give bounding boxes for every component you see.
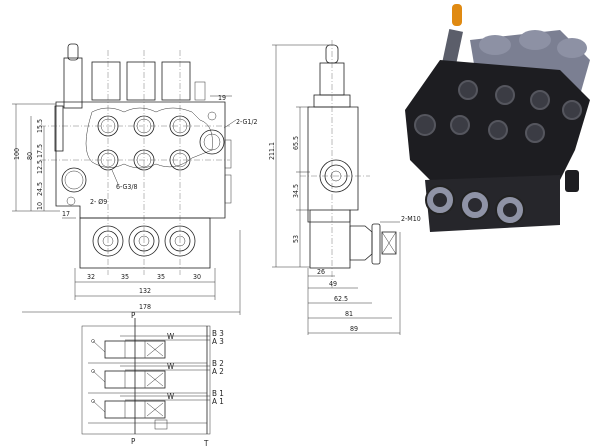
- dim-53: 53: [292, 235, 300, 243]
- spool-sections: [88, 335, 210, 424]
- dim-port-g12: 2-G1/2: [236, 118, 258, 126]
- schematic-t-bottom: T: [203, 439, 209, 448]
- dim-10: 10: [36, 202, 44, 210]
- dim-17: 17: [62, 210, 70, 218]
- dim-12-5: 12.5: [36, 160, 44, 174]
- dim-32: 32: [87, 273, 95, 281]
- dim-mount-holes: 2- Ø9: [90, 198, 107, 206]
- port-a3: A 3: [212, 337, 224, 346]
- spring-label-3: W: [167, 332, 174, 341]
- dim-26: 26: [317, 268, 325, 276]
- dim-19: 19: [218, 94, 226, 102]
- dim-30: 30: [193, 273, 201, 281]
- dim-178: 178: [139, 303, 151, 311]
- dim-65-5: 65.5: [292, 136, 300, 150]
- dim-34-5: 34.5: [292, 184, 300, 198]
- dim-35b: 35: [157, 273, 165, 281]
- dim-132: 132: [139, 287, 151, 295]
- spring-label-2: W: [167, 362, 174, 371]
- dim-81: 81: [345, 310, 353, 318]
- relief-valve: [63, 57, 83, 109]
- dim-80: 80: [26, 152, 34, 160]
- dim-thread-m10: 2-M10: [401, 215, 421, 223]
- hydraulic-schematic: P W W W B 3 A 3 B 2 A 2 B 1 A 1 P T: [81, 311, 224, 448]
- dim-49: 49: [329, 280, 337, 288]
- port-b2: B 2: [212, 359, 224, 368]
- dim-35a: 35: [121, 273, 129, 281]
- port-a2: A 2: [212, 367, 224, 376]
- dim-17-5: 17.5: [36, 144, 44, 158]
- schematic-p-bottom: P: [131, 437, 136, 446]
- dim-15-5: 15.5: [36, 119, 44, 133]
- dim-24-5: 24.5: [36, 182, 44, 196]
- port-b3: B 3: [212, 329, 224, 338]
- port-a1: A 1: [212, 397, 224, 406]
- dim-100: 100: [13, 148, 21, 160]
- port-b1: B 1: [212, 389, 224, 398]
- side-view: 211.1 65.5 34.5 53 2-M10 26 49 62.5 81 8…: [268, 40, 421, 335]
- spring-label-1: W: [167, 392, 174, 401]
- schematic-p-top: P: [131, 311, 136, 320]
- dim-work-ports: 6-G3/8: [116, 183, 138, 191]
- dim-211-1: 211.1: [268, 142, 276, 160]
- side-body: [307, 106, 359, 223]
- dim-89: 89: [350, 325, 358, 333]
- relief-valve-symbol: [154, 419, 168, 430]
- front-view: 19 2-G1/2 100 80 15.5 17.5 12.5 24.5 10 …: [12, 43, 258, 315]
- valve-3d-render: [405, 4, 590, 232]
- dim-62-5: 62.5: [334, 295, 348, 303]
